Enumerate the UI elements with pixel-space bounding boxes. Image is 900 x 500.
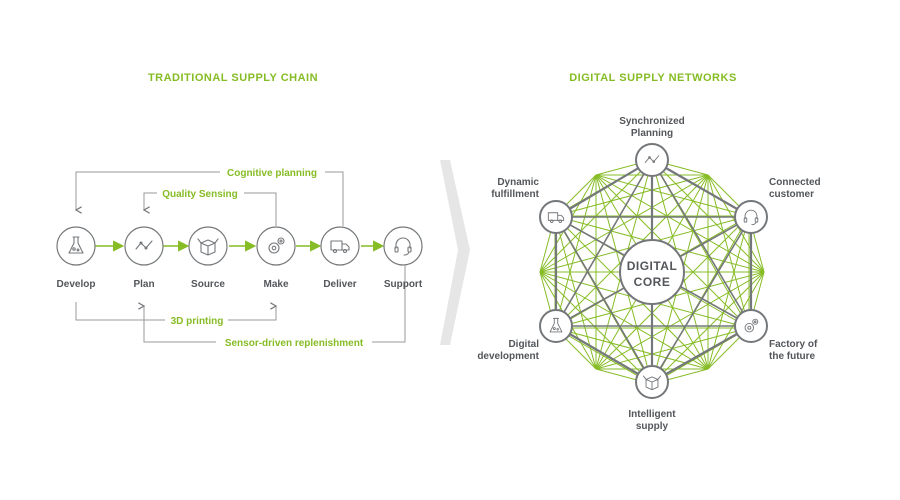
flask-icon	[68, 236, 84, 254]
node-digital-development-circle	[539, 309, 573, 343]
gears-icon	[744, 318, 759, 333]
sensor-driven-replenishment-label: Sensor-driven replenishment	[225, 338, 364, 349]
frame-link	[651, 159, 752, 327]
stage-develop-circle	[56, 226, 96, 266]
flask-icon	[549, 317, 563, 333]
node-connected-customer-line1: Connected	[769, 177, 821, 188]
node-digital-development-line1: Digital	[508, 339, 539, 350]
stage-make-circle	[256, 226, 296, 266]
stage-source-label: Source	[191, 279, 225, 290]
node-synchronized-planning-line2: Planning	[631, 128, 673, 139]
gears-icon	[268, 237, 285, 254]
truck-icon	[547, 212, 565, 223]
3d-printing-loop	[75, 302, 276, 321]
stage-make-label: Make	[263, 279, 288, 290]
quality-sensing-label: Quality Sensing	[162, 189, 238, 200]
stage-deliver-circle	[320, 226, 360, 266]
quality-sensing-loop	[144, 192, 277, 226]
stage-deliver-label: Deliver	[323, 279, 356, 290]
node-intelligent-supply-line2: supply	[636, 421, 669, 432]
truck-icon	[330, 240, 350, 254]
node-factory-of-future-line1: Factory of	[769, 339, 818, 350]
node-intelligent-supply-line1: Intelligent	[628, 409, 676, 420]
frame-link	[651, 216, 752, 383]
stage-plan-label: Plan	[133, 279, 154, 290]
node-dynamic-fulfillment-line2: fulfillment	[491, 189, 539, 200]
line-chart-icon	[135, 240, 153, 250]
traditional-chain: Cognitive planning Quality Sensing 3D pr…	[56, 168, 423, 349]
line-chart-icon	[644, 155, 660, 164]
digital-core-line1: DIGITAL	[627, 259, 678, 273]
node-connected-customer-line2: customer	[769, 189, 814, 200]
mesh-link	[554, 327, 653, 385]
frame-link	[651, 325, 752, 383]
node-connected-customer-circle	[734, 200, 768, 234]
traditional-supply-chain-title: TRADITIONAL SUPPLY CHAIN	[147, 72, 319, 84]
mesh-link	[595, 174, 765, 273]
box-icon	[643, 375, 661, 391]
stage-support-label: Support	[384, 279, 423, 290]
box-icon	[197, 238, 219, 256]
node-digital-development-line2: development	[477, 351, 539, 362]
mesh-link	[539, 271, 709, 370]
frame-link	[651, 159, 752, 218]
headset-icon	[743, 209, 759, 226]
frame-link	[555, 325, 653, 383]
digital-core-circle	[619, 239, 685, 305]
node-factory-of-future-line2: the future	[769, 351, 816, 362]
headset-icon	[394, 237, 412, 256]
digital-core-line2: CORE	[634, 275, 671, 289]
node-dynamic-fulfillment-circle	[539, 200, 573, 234]
3d-printing-label: 3D printing	[171, 316, 224, 327]
digital-supply-networks-title: DIGITAL SUPPLY NETWORKS	[569, 72, 737, 84]
sensor-replenishment-loop	[144, 266, 406, 343]
stage-develop-label: Develop	[57, 279, 96, 290]
stage-support-circle	[383, 226, 423, 266]
frame-link	[555, 159, 653, 218]
node-factory-of-future-circle	[734, 309, 768, 343]
node-synchronized-planning-line1: Synchronized	[619, 116, 685, 127]
node-dynamic-fulfillment-line1: Dynamic	[497, 177, 539, 188]
digital-network: DIGITAL CORE	[477, 116, 820, 432]
cognitive-planning-loop	[76, 171, 344, 226]
cognitive-planning-label: Cognitive planning	[227, 168, 317, 179]
transition-chevron	[440, 160, 470, 345]
